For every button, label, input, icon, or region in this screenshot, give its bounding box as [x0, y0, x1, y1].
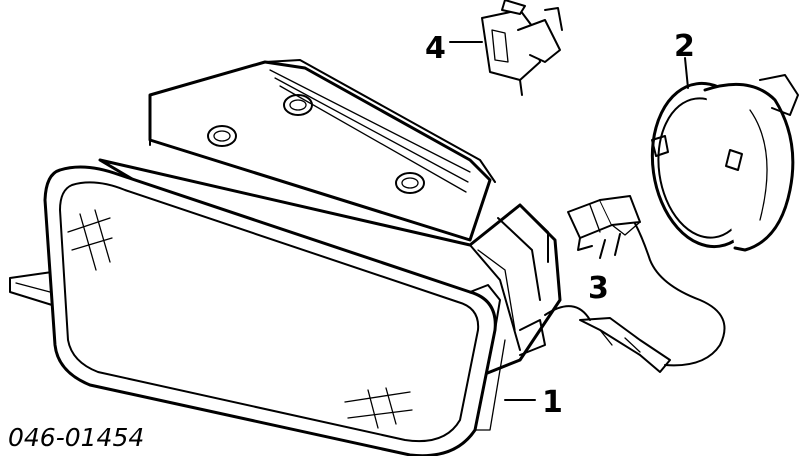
- diagram-part-number: 046-01454: [8, 423, 144, 452]
- bolt-hole: [395, 172, 425, 194]
- bolt-hole: [207, 125, 237, 147]
- callout-3: 3: [588, 271, 609, 306]
- lamp-housing-assembly: [9, 59, 726, 456]
- wiring-pigtail: [544, 214, 726, 373]
- leader-lines: [449, 41, 689, 401]
- leader-line-2: [684, 57, 689, 89]
- halogen-bulb: [567, 195, 641, 256]
- bulb-retaining-ring: [650, 74, 799, 252]
- callout-4: 4: [425, 31, 446, 66]
- callout-2: 2: [674, 29, 695, 64]
- leader-line-3: [599, 239, 606, 259]
- mounting-tab: [9, 271, 56, 306]
- mounting-bracket: [148, 59, 496, 242]
- socket-connector: [481, 0, 563, 96]
- lens-hatch-mark: [67, 209, 113, 271]
- lens-frame: [43, 165, 506, 456]
- lens-hatch-mark: [344, 387, 413, 429]
- bolt-hole: [283, 94, 313, 116]
- callout-1: 1: [542, 385, 563, 420]
